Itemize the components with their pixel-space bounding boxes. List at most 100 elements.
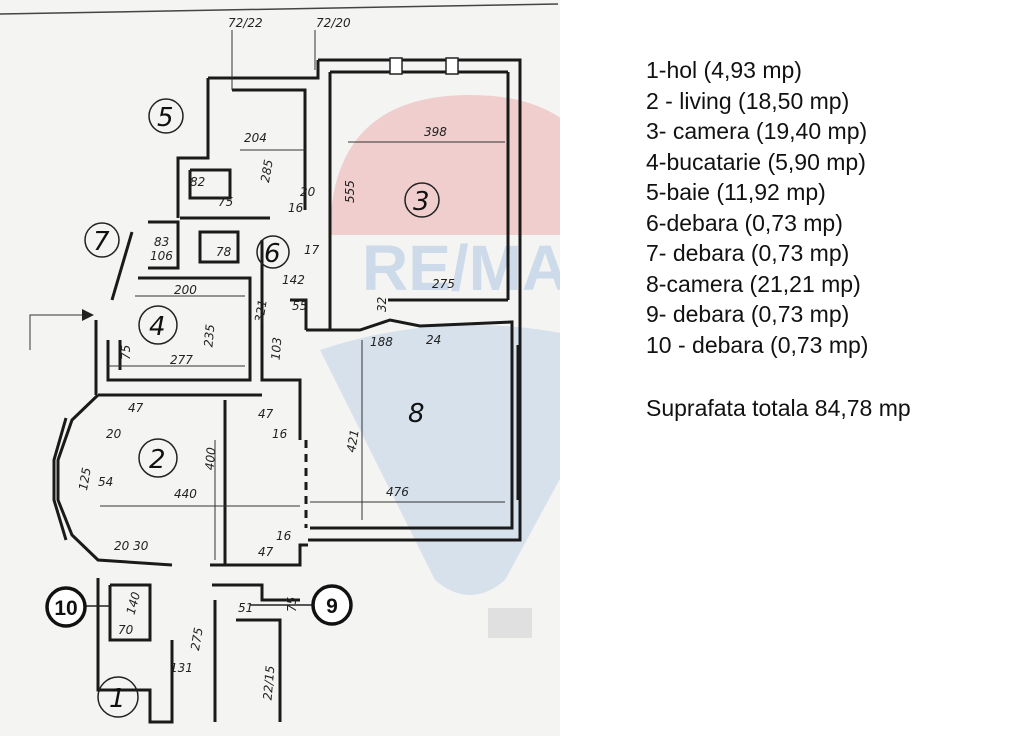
dim-47a: 47	[128, 401, 144, 415]
dim-32: 32	[375, 297, 389, 312]
dim-555: 555	[343, 180, 357, 203]
room-4-marker: 4	[138, 305, 178, 345]
dim-75b: 75	[119, 345, 133, 360]
dim-83: 83	[154, 235, 169, 249]
room-6-circle	[256, 235, 290, 269]
room-9-label: 9	[326, 595, 338, 618]
room-10-marker: 10	[45, 586, 110, 628]
room-6-marker: 6	[256, 235, 290, 269]
dim-106: 106	[150, 249, 173, 263]
dim-70: 70	[118, 623, 134, 637]
dim-321: 321	[252, 298, 270, 323]
dim-54: 54	[98, 475, 113, 489]
wall-hall1-right2	[236, 618, 282, 722]
dim-16c: 16	[276, 529, 292, 543]
dimension-labels: 72/22 72/20 204 285 82 75 20 16 398 555 …	[76, 16, 455, 701]
dim-82: 82	[190, 175, 205, 189]
room-9-circle	[311, 584, 353, 626]
room-numbers: 5 3 7 6 4 8 2 10 9	[45, 98, 440, 718]
legend-item-5: 5-baie (11,92 mp)	[646, 179, 826, 205]
dim-421: 421	[344, 428, 362, 453]
room-3-label: 3	[413, 187, 430, 217]
walls	[29, 30, 522, 724]
legend-item-3: 3- camera (19,40 mp)	[646, 118, 868, 144]
floor-plan: RE/MAX	[0, 0, 560, 736]
wall-living-bay	[56, 393, 173, 567]
room-10-circle	[45, 586, 87, 628]
wall-bath-closet	[188, 168, 232, 200]
wall-closet7-diag	[110, 231, 134, 301]
legend-item-10: 10 - debara (0,73 mp)	[646, 331, 869, 358]
room-7-label: 7	[93, 227, 110, 257]
dim-20-30: 20 30	[114, 539, 149, 553]
closet-7-walls	[148, 220, 180, 270]
dim-78: 78	[216, 245, 232, 259]
room-1-label: 1	[109, 684, 126, 714]
wall-bath-left	[176, 78, 210, 218]
closet-6-walls	[198, 230, 240, 264]
total-area: Suprafata totala 84,78 mp	[646, 395, 911, 421]
legend-item-7: 7- debara (0,73 mp)	[646, 240, 850, 266]
dim-275a: 275	[432, 277, 455, 291]
room-7-circle	[84, 222, 120, 258]
watermark-basket	[488, 608, 532, 638]
remax-watermark: RE/MAX	[320, 95, 560, 638]
room-8-label: 8	[408, 399, 425, 429]
legend-item-4: 4-bucatarie (5,90 mp)	[646, 148, 866, 175]
wall-hall-niche	[290, 298, 308, 330]
room-9-marker: 9	[250, 584, 353, 626]
room-6-label: 6	[264, 239, 281, 269]
dim-476: 476	[386, 485, 409, 499]
room-5-label: 5	[157, 103, 174, 133]
room-2-label: 2	[149, 445, 166, 475]
dim-72-20: 72/20	[316, 16, 351, 30]
window-room3-b	[445, 57, 459, 75]
wall-bath-top	[208, 60, 320, 80]
room-5-circle	[148, 98, 184, 134]
dim-131: 131	[170, 661, 193, 675]
wall-hall-left	[260, 240, 302, 440]
dim-51: 51	[238, 601, 253, 615]
dim-125: 125	[76, 466, 94, 491]
dim-16b: 16	[272, 427, 288, 441]
entrance-arrowhead	[82, 309, 94, 321]
dim-47b: 47	[258, 407, 274, 421]
top-border-line	[0, 3, 559, 15]
dim-103: 103	[268, 337, 284, 361]
wall-closet10	[108, 583, 152, 642]
wall-kitchen	[106, 276, 252, 382]
room-4-label: 4	[149, 312, 166, 342]
legend-item-9: 9- debara (0,73 mp)	[646, 301, 850, 327]
dim-24: 24	[426, 333, 441, 347]
dim-20b: 20	[106, 427, 122, 441]
dim-55: 55	[292, 299, 307, 313]
dim-75a: 75	[218, 195, 233, 209]
room-5-marker: 5	[148, 98, 184, 134]
legend-item-8: 8-camera (21,21 mp)	[646, 270, 861, 297]
legend-item-6: 6-debara (0,73 mp)	[646, 209, 843, 236]
dim-235: 235	[201, 324, 217, 348]
dim-285: 285	[258, 158, 276, 183]
dim-140: 140	[124, 590, 144, 616]
room-legend: 1-hol (4,93 mp) 2 - living (18,50 mp) 3-…	[646, 55, 911, 424]
wall-hall1-left	[96, 578, 174, 724]
legend-item-2: 2 - living (18,50 mp)	[646, 87, 850, 114]
dim-204: 204	[244, 131, 267, 145]
watermark-balloon-top	[330, 95, 560, 235]
dim-17: 17	[304, 243, 320, 257]
room-4-circle	[138, 305, 178, 345]
dim-16a: 16	[288, 201, 304, 215]
room-7-marker: 7	[84, 222, 120, 258]
dim-142: 142	[282, 273, 305, 287]
wall-living-bottom	[210, 543, 308, 567]
window-room3-a	[389, 57, 403, 75]
wall-room8	[306, 318, 514, 530]
room-3-marker: 3	[404, 182, 440, 218]
room-10-label: 10	[54, 597, 77, 620]
room-1-circle	[97, 676, 139, 718]
wall-closet9-top	[212, 583, 300, 602]
dim-440: 440	[174, 487, 197, 501]
dim-277: 277	[170, 353, 193, 367]
dim-398: 398	[424, 125, 447, 139]
room-2-circle	[138, 438, 178, 478]
